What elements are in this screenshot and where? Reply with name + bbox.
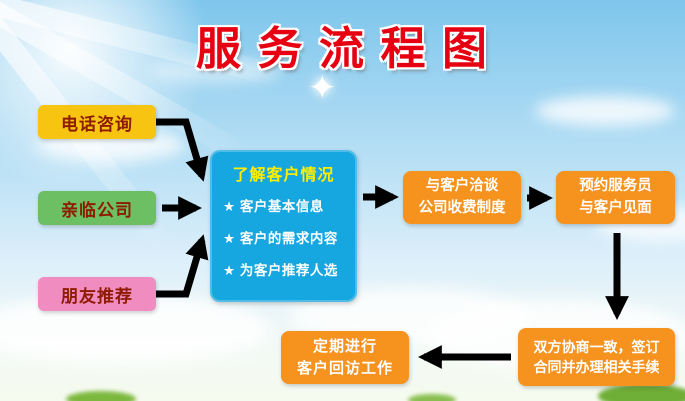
source-label-phone: 电话咨询: [61, 114, 133, 134]
center-item: ★ 客户的需求内容: [223, 231, 338, 246]
step-box-sign-contract: 双方协商一致，签订 合同并办理相关手续: [518, 328, 675, 386]
step-line: 客户回访工作: [296, 359, 393, 377]
sparkle-icon: ✦: [308, 69, 337, 107]
step-box-appointment: 预约服务员 与客户见面: [556, 171, 675, 224]
step-line: 公司收费制度: [418, 199, 506, 216]
cloud: [150, 58, 280, 84]
step-line: 合同并办理相关手续: [533, 359, 660, 375]
step-box-followup: 定期进行 客户回访工作: [281, 331, 409, 384]
source-box-phone: 电话咨询: [38, 105, 156, 139]
center-item: ★ 客户基本信息: [223, 199, 324, 214]
center-box-title: 了解客户情况: [232, 167, 335, 184]
page-title: 服 务 流 程 图: [195, 23, 489, 74]
step-line: 预约服务员: [579, 178, 652, 195]
bush: [408, 394, 456, 401]
center-box-items: ★ 客户基本信息 ★ 客户的需求内容 ★ 为客户推荐人选: [210, 195, 357, 279]
bush: [66, 391, 136, 401]
step-line: 双方协商一致，签订: [533, 338, 660, 355]
source-box-friend: 朋友推荐: [38, 277, 156, 311]
center-box-customer-info: 了解客户情况 ★ 客户基本信息 ★ 客户的需求内容 ★ 为客户推荐人选: [210, 150, 357, 302]
step-box-negotiate-fees: 与客户洽谈 公司收费制度: [403, 171, 521, 224]
center-item: ★ 为客户推荐人选: [223, 263, 338, 278]
source-box-visit: 亲临公司: [38, 191, 156, 225]
step-line: 与客户见面: [579, 199, 652, 216]
source-label-friend: 朋友推荐: [61, 286, 133, 306]
bush: [598, 384, 685, 401]
step-line: 定期进行: [312, 337, 377, 355]
cloud: [535, 96, 675, 126]
step-line: 与客户洽谈: [425, 178, 499, 195]
source-label-visit: 亲临公司: [61, 200, 133, 220]
